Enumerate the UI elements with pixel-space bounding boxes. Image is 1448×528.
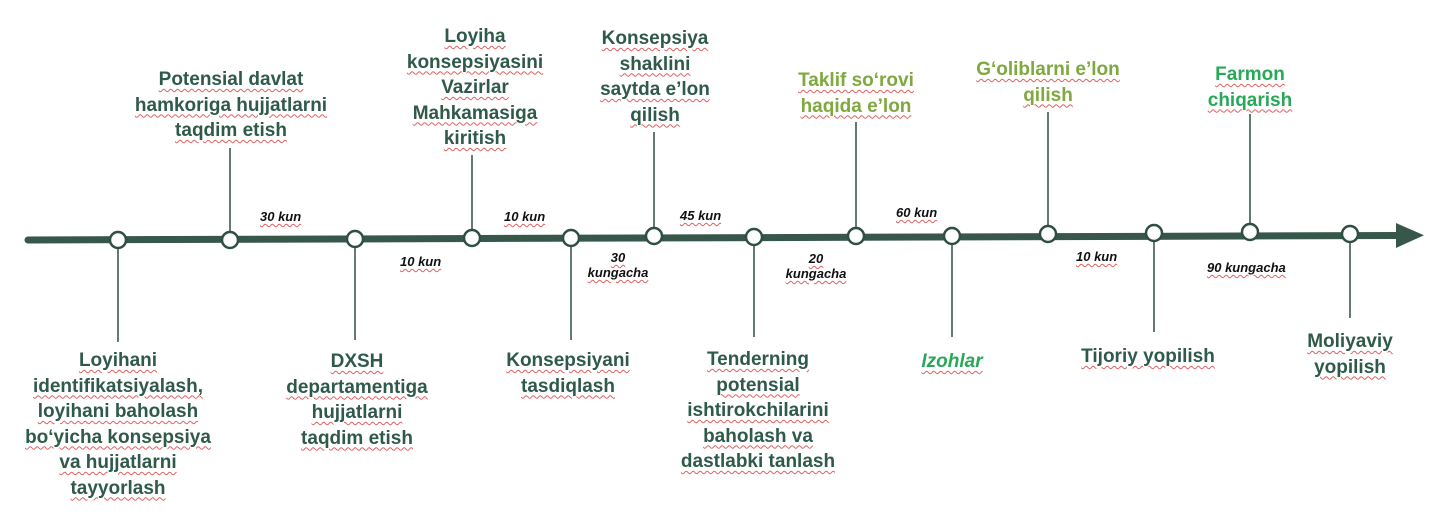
node-taklif bbox=[846, 226, 866, 246]
step-label-saytda: Konsepsiya shaklini saytda e’lon qilish bbox=[600, 28, 710, 126]
node-identifikatsiya bbox=[108, 230, 128, 250]
duration-label: 20 kungacha bbox=[785, 251, 847, 281]
node-farmon bbox=[1240, 222, 1260, 242]
step-label-farmon: Farmon chiqarish bbox=[1207, 64, 1293, 111]
step-label-izohlar: Izohlar bbox=[921, 351, 983, 372]
step-label-moliyaviy: Moliyaviy yopilish bbox=[1307, 331, 1393, 378]
step-label-tendering: Tenderning potensial ishtirokchilarini b… bbox=[680, 349, 836, 472]
duration-label: 10 kun bbox=[400, 254, 442, 269]
step-label-tijoriy: Tijoriy yopilish bbox=[1081, 346, 1215, 367]
node-izohlar bbox=[942, 226, 962, 246]
node-hamkor bbox=[220, 230, 240, 250]
node-goliblar bbox=[1038, 224, 1058, 244]
step-label-tasdiqlash: Konsepsiyani tasdiqlash bbox=[506, 350, 630, 397]
timeline-arrowhead bbox=[1396, 223, 1424, 248]
step-label-dxsh: DXSH departamentiga hujjatlarni taqdim e… bbox=[286, 351, 428, 449]
duration-label: 30 kungacha bbox=[587, 250, 649, 280]
timeline-axis bbox=[24, 232, 1404, 244]
duration-label: 60 kun bbox=[896, 205, 938, 220]
node-tasdiqlash bbox=[561, 228, 581, 248]
duration-label: 10 kun bbox=[1076, 249, 1118, 264]
step-label-identifikatsiya: Loyihani identifikatsiyalash, loyihani b… bbox=[25, 350, 211, 499]
step-label-taklif: Taklif so‘rovi haqida e’lon bbox=[798, 70, 914, 117]
step-label-vazirlar: Loyiha konsepsiyasini Vazirlar Mahkamasi… bbox=[406, 26, 544, 149]
node-vazirlar bbox=[462, 228, 482, 248]
node-dxsh bbox=[345, 229, 365, 249]
step-label-goliblar: G‘oliblarni e’lon qilish bbox=[976, 59, 1120, 106]
duration-label: 30 kun bbox=[260, 209, 302, 224]
node-tijoriy bbox=[1144, 223, 1164, 243]
duration-label: 90 kungacha bbox=[1207, 260, 1286, 275]
node-tendering bbox=[744, 227, 764, 247]
duration-label: 45 kun bbox=[680, 208, 722, 223]
step-label-hamkor: Potensial davlat hamkoriga hujjatlarni t… bbox=[134, 69, 328, 141]
node-saytda bbox=[644, 226, 664, 246]
duration-label: 10 kun bbox=[504, 209, 546, 224]
node-moliyaviy bbox=[1340, 224, 1360, 244]
